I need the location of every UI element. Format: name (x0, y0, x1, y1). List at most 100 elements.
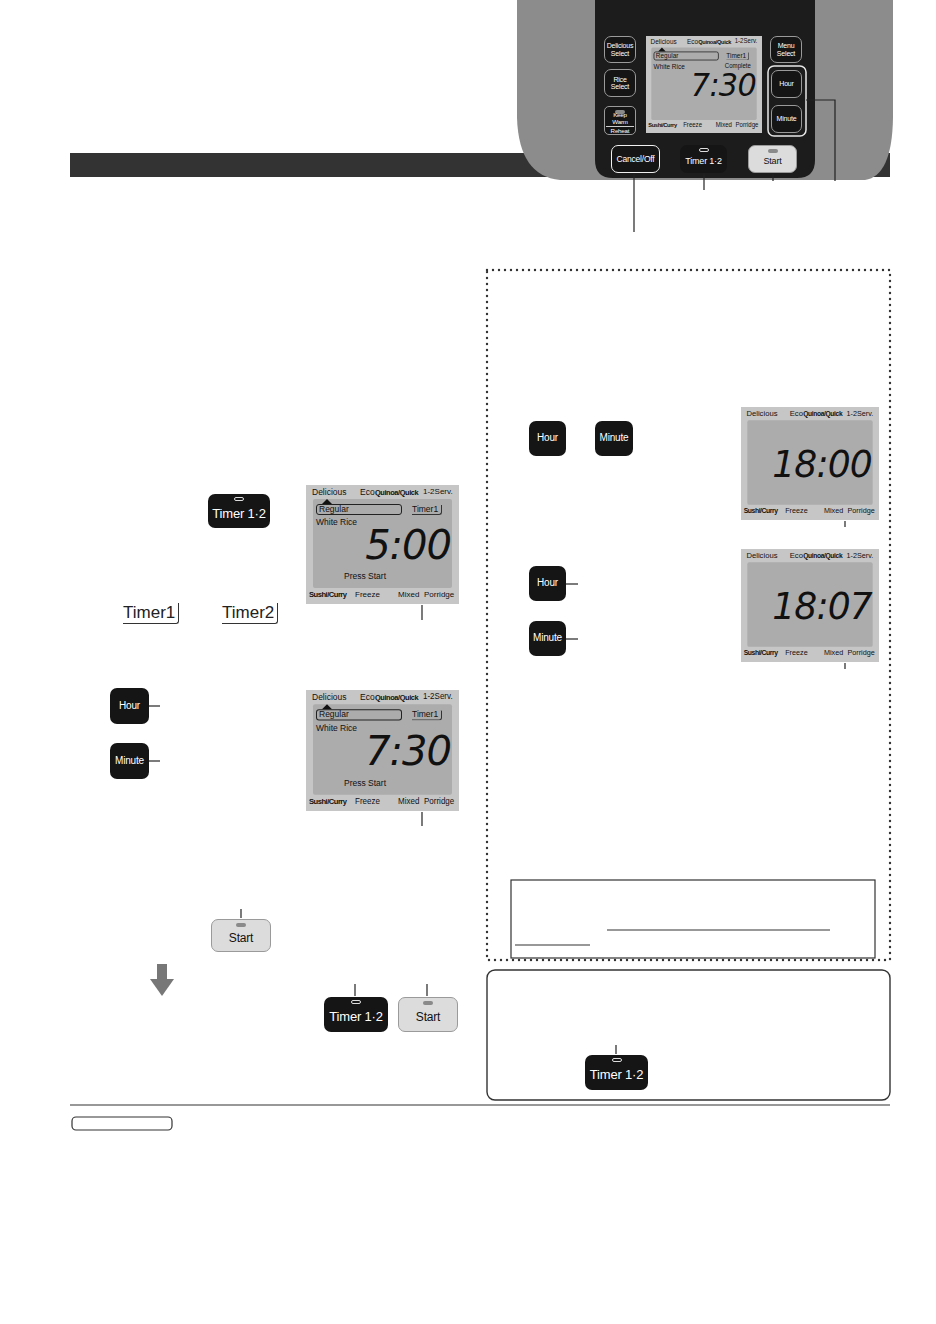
lcd-text: Timer1 (412, 710, 442, 721)
control-button: Start (211, 919, 271, 952)
cancel-panel (487, 970, 890, 1100)
lcd-text: Mixed (824, 508, 843, 516)
button-label: Minute (773, 115, 800, 122)
lcd-text: Eco (790, 552, 803, 561)
lcd-text: Quinoa/Quick (803, 410, 842, 418)
lcd-text: Eco (360, 488, 375, 497)
lcd-text: Delicious (651, 38, 677, 46)
button-label: Hour (773, 80, 800, 87)
lcd-text: Porridge (424, 798, 454, 807)
time-digits: 7:30 (365, 731, 451, 772)
note-box (511, 880, 875, 958)
lcd-text: Timer1 (726, 52, 749, 60)
indicator-lamp (423, 1001, 433, 1005)
control-button: Minute (771, 105, 802, 133)
underline (515, 944, 590, 945)
control-button: Minute (595, 421, 633, 456)
button-label: Hour (537, 433, 558, 444)
lcd-text: Regular (316, 709, 402, 721)
button-label: Start (229, 932, 253, 945)
lcd-text: Quinoa/Quick (698, 39, 731, 46)
button-label: Timer 1·2 (212, 507, 265, 521)
lcd-text: Porridge (424, 591, 454, 600)
lcd-text: Sushi/Curry (309, 798, 347, 806)
control-button: Start (748, 145, 797, 173)
time-digits: 18:00 (772, 445, 871, 483)
lcd-text: White Rice (316, 518, 357, 527)
lcd-text: Freeze (683, 122, 702, 129)
lcd-face: Delicious EcoQuinoa/Quick 1-2Serv. Regular T… (646, 36, 762, 133)
button-label: Minute (533, 633, 562, 644)
control-button: Minute (110, 743, 149, 779)
indicator-lamp (699, 148, 709, 152)
button-label: Start (763, 157, 781, 166)
lcd-text: Regular (316, 504, 402, 515)
lcd-face: DeliciousEcoQuinoa/Quick1-2Serv.RegularT… (306, 485, 459, 604)
control-button: Cancel/Off (611, 145, 660, 173)
control-button: Start (398, 997, 458, 1032)
button-label: Keep Warm (606, 112, 634, 127)
underline (607, 929, 830, 930)
control-button: Delicious Select (604, 36, 636, 63)
button-label: Cancel/Off (616, 155, 654, 164)
lcd-text: Press Start (344, 572, 386, 581)
lcd-text: 1-2Serv. (735, 38, 757, 45)
lcd-text: Mixed (716, 122, 732, 129)
lcd-text: Porridge (735, 122, 758, 129)
lcd-text: Sushi/Curry (648, 122, 676, 129)
dotted-panel (487, 270, 890, 960)
lcd-face: DeliciousEcoQuinoa/Quick1-2Serv.RegularT… (306, 690, 459, 811)
lcd-face: DeliciousEcoQuinoa/Quick1-2Serv.18:00Sus… (741, 407, 879, 520)
time-digits: 18:07 (772, 587, 871, 625)
control-button: Menu Select (770, 36, 802, 63)
control-button: Timer 1·2 (324, 997, 388, 1032)
lcd-text: Delicious (312, 488, 347, 497)
button-label: Timer 1·2 (329, 1010, 382, 1024)
button-label: Hour (537, 578, 558, 589)
lcd-display: Delicious EcoQuinoa/Quick 1-2Serv. Regular T… (646, 36, 762, 133)
button-label: Reheat (606, 128, 634, 135)
button-label: Hour (119, 701, 140, 712)
button-label: Rice Select (606, 76, 634, 91)
lcd-text: Timer1 (412, 505, 442, 515)
control-button: Minute (529, 621, 566, 656)
indicator-lamp (612, 1058, 622, 1062)
lcd-text: Sushi/Curry (309, 591, 347, 599)
lcd-text: Freeze (785, 508, 807, 516)
lcd-text: Regular (654, 51, 719, 60)
lcd-text: Delicious (312, 693, 347, 703)
time-digits: 5:00 (365, 525, 451, 565)
control-button: Hour (529, 421, 566, 456)
indicator-lamp (768, 149, 778, 153)
control-button: Rice Select (604, 69, 636, 97)
button-label: Start (416, 1011, 440, 1024)
button-label: Timer 1·2 (685, 157, 721, 166)
lcd-text: 1-2Serv. (847, 410, 874, 418)
lcd-text: Quinoa/Quick (803, 552, 842, 560)
timer-symbol: Timer2 (222, 603, 278, 624)
down-arrow (150, 964, 174, 996)
rule (70, 1104, 890, 1105)
lcd-text: Mixed (398, 798, 419, 807)
control-button: Hour (771, 70, 802, 98)
lcd-text: Eco (790, 410, 803, 419)
lcd-text: Porridge (847, 650, 874, 658)
control-panel (595, 0, 815, 178)
lcd-text: Freeze (355, 591, 380, 600)
lcd-text: Quinoa/Quick (375, 694, 418, 702)
lcd-text: Quinoa/Quick (375, 489, 418, 497)
lcd-text: Sushi/Curry (744, 508, 778, 516)
indicator-lamp (351, 1000, 361, 1004)
control-button: Hour (110, 688, 149, 724)
lcd-text: Eco (687, 38, 698, 46)
lcd-text: Freeze (785, 650, 807, 658)
control-button: Timer 1·2 (585, 1055, 648, 1090)
lcd-text: Mixed (824, 650, 843, 658)
button-label: Minute (600, 433, 629, 444)
control-button: Hour (529, 566, 566, 601)
lcd-display: DeliciousEcoQuinoa/Quick1-2Serv.RegularT… (306, 485, 459, 604)
lcd-text: White Rice (654, 63, 685, 71)
timer-symbol: Timer1 (123, 603, 179, 624)
lcd-text: Press Start (344, 778, 386, 788)
lcd-face: DeliciousEcoQuinoa/Quick1-2Serv.18:07Sus… (741, 549, 879, 662)
